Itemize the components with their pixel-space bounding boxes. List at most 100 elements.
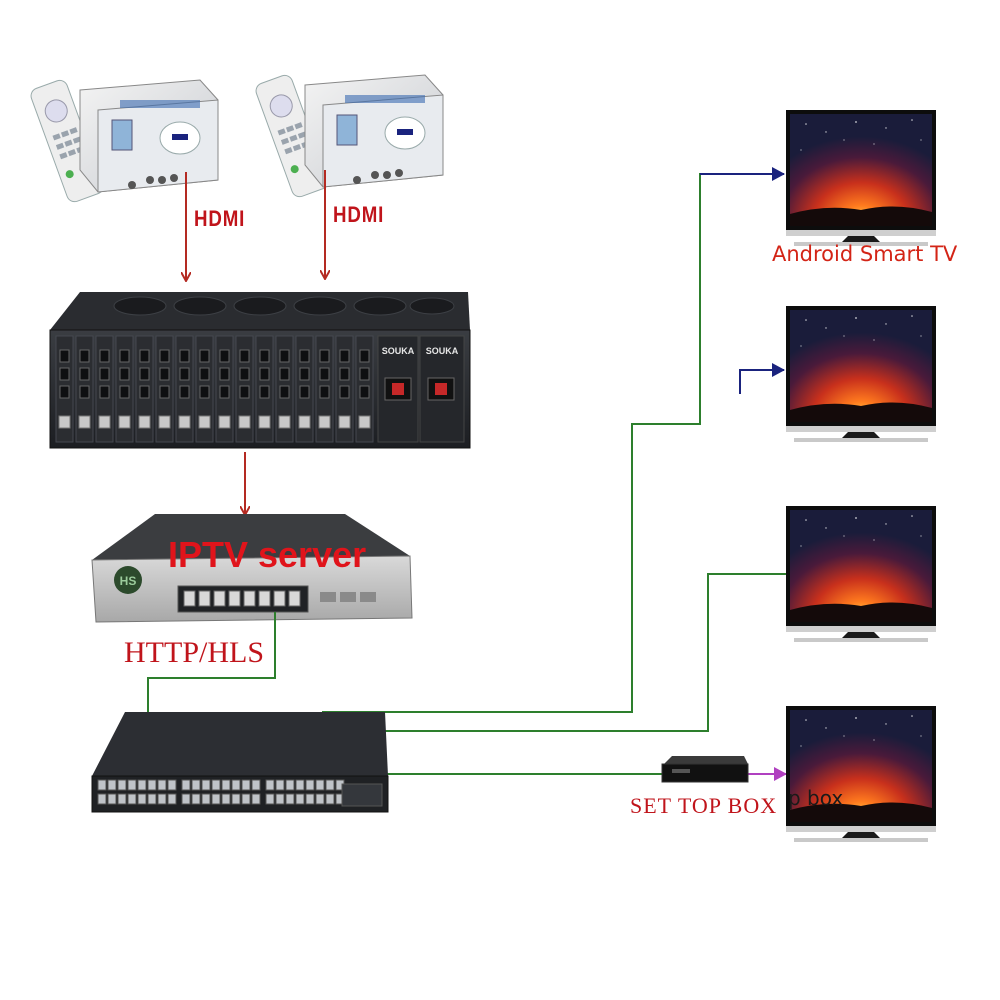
ethernet-port: [59, 416, 70, 428]
hdmi-port: [200, 368, 209, 380]
hdmi-port: [240, 350, 249, 362]
hdmi-port: [260, 350, 269, 362]
switch-port: [316, 794, 324, 804]
small-set-top-box: [662, 756, 748, 782]
switch-port: [296, 780, 304, 790]
switch-port: [182, 780, 190, 790]
hdmi-encoder-rack: SOUKA SOUKA: [50, 292, 470, 448]
arrow-to-tv2: [740, 370, 784, 394]
switch-port: [212, 794, 220, 804]
hdmi-port: [240, 386, 249, 398]
switch-port: [168, 794, 176, 804]
ethernet-port: [239, 416, 250, 428]
hdmi-port: [280, 368, 289, 380]
switch-port: [202, 794, 210, 804]
ethernet-port: [359, 416, 370, 428]
switch-port: [212, 780, 220, 790]
server-port: [214, 591, 225, 606]
switch-port: [276, 780, 284, 790]
switch-port: [128, 780, 136, 790]
switch-port: [326, 780, 334, 790]
switch-port: [286, 794, 294, 804]
hdmi-port: [180, 350, 189, 362]
ethernet-port: [179, 416, 190, 428]
ethernet-port: [99, 416, 110, 428]
switch-port: [138, 794, 146, 804]
hdmi-port: [140, 350, 149, 362]
switch-port: [98, 780, 106, 790]
hdmi-port: [300, 350, 309, 362]
switch-port: [192, 794, 200, 804]
hdmi-port: [320, 368, 329, 380]
switch-port: [148, 780, 156, 790]
hdmi-port: [280, 386, 289, 398]
switch-port: [306, 780, 314, 790]
server-port: [274, 591, 285, 606]
hdmi-label-right: HDMI: [333, 202, 384, 228]
hdmi-port: [220, 350, 229, 362]
set-top-box-label: SET TOP BOX: [630, 793, 777, 819]
set-top-box-left: [29, 78, 218, 204]
hdmi-port: [140, 386, 149, 398]
ethernet-port: [79, 416, 90, 428]
switch-port: [108, 780, 116, 790]
server-port: [199, 591, 210, 606]
switch-port: [158, 780, 166, 790]
server-port: [244, 591, 255, 606]
hdmi-port: [260, 386, 269, 398]
server-port: [259, 591, 270, 606]
ethernet-port: [299, 416, 310, 428]
switch-port: [326, 794, 334, 804]
switch-port: [98, 794, 106, 804]
hdmi-port: [140, 368, 149, 380]
hdmi-port: [340, 350, 349, 362]
hdmi-port: [220, 368, 229, 380]
hdmi-port: [340, 368, 349, 380]
switch-port: [192, 780, 200, 790]
tv-2: [786, 306, 936, 442]
switch-port: [182, 794, 190, 804]
switch-port: [168, 780, 176, 790]
hdmi-port: [300, 368, 309, 380]
encoder-brand-2: SOUKA: [426, 346, 459, 356]
switch-port: [158, 794, 166, 804]
switch-port: [222, 780, 230, 790]
hdmi-label-left: HDMI: [194, 206, 245, 232]
switch-port: [276, 794, 284, 804]
hdmi-port: [160, 386, 169, 398]
ethernet-port: [319, 416, 330, 428]
hdmi-port: [340, 386, 349, 398]
ethernet-port: [159, 416, 170, 428]
hdmi-port: [80, 386, 89, 398]
hdmi-port: [260, 368, 269, 380]
hdmi-port: [60, 350, 69, 362]
hdmi-port: [280, 350, 289, 362]
server-port: [229, 591, 240, 606]
switch-port: [202, 780, 210, 790]
tv-1: [786, 110, 936, 246]
ethernet-port: [339, 416, 350, 428]
server-port: [289, 591, 300, 606]
network-lines: [148, 173, 787, 786]
ethernet-port: [279, 416, 290, 428]
hdmi-port: [180, 368, 189, 380]
switch-port: [138, 780, 146, 790]
hdmi-port: [60, 368, 69, 380]
server-badge: HS: [120, 574, 137, 588]
hdmi-port: [200, 350, 209, 362]
ethernet-port: [259, 416, 270, 428]
switch-port: [286, 780, 294, 790]
hdmi-port: [360, 386, 369, 398]
hdmi-port: [80, 350, 89, 362]
switch-port: [306, 794, 314, 804]
hdmi-port: [240, 368, 249, 380]
hdmi-port: [120, 350, 129, 362]
switch-port: [266, 780, 274, 790]
switch-port: [108, 794, 116, 804]
hdmi-port: [300, 386, 309, 398]
tv-4: [786, 706, 936, 842]
ethernet-port: [139, 416, 150, 428]
switch-port: [128, 794, 136, 804]
hdmi-port: [160, 350, 169, 362]
hdmi-port: [100, 386, 109, 398]
